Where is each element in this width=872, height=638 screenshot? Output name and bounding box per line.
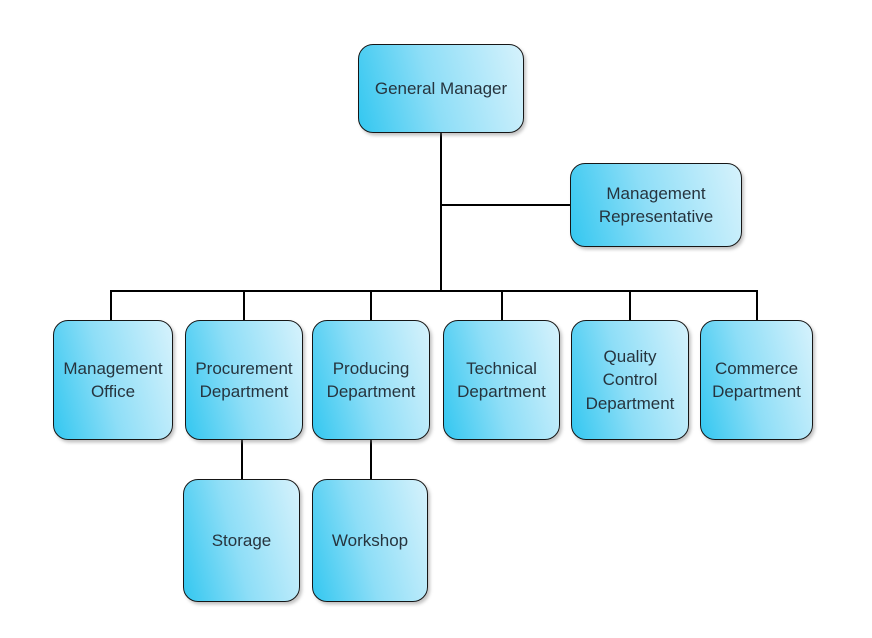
connector-management-representative bbox=[440, 204, 571, 206]
connector-general-manager-trunk bbox=[440, 132, 442, 292]
node-label: Management Representative bbox=[598, 183, 714, 226]
connector-stub-procurement-department bbox=[243, 290, 245, 321]
node-procurement-department: Procurement Department bbox=[185, 320, 303, 440]
connector-stub-quality-control-department bbox=[629, 290, 631, 321]
node-label: Quality Control Department bbox=[585, 346, 675, 413]
node-management-office: Management Office bbox=[53, 320, 173, 440]
connector-stub-management-office bbox=[110, 290, 112, 321]
node-general-manager: General Manager bbox=[358, 44, 524, 133]
connector-procurement-storage bbox=[241, 439, 243, 480]
node-quality-control-department: Quality Control Department bbox=[571, 320, 689, 440]
node-producing-department: Producing Department bbox=[312, 320, 430, 440]
node-label: Storage bbox=[211, 530, 272, 550]
connector-stub-producing-department bbox=[370, 290, 372, 321]
node-management-representative: Management Representative bbox=[570, 163, 742, 247]
connector-level2-rail bbox=[110, 290, 758, 292]
node-label: Procurement Department bbox=[195, 358, 293, 401]
connector-stub-technical-department bbox=[501, 290, 503, 321]
node-label: General Manager bbox=[374, 78, 508, 98]
node-label: Management Office bbox=[63, 358, 163, 401]
node-label: Workshop bbox=[331, 530, 409, 550]
node-storage: Storage bbox=[183, 479, 300, 602]
connector-stub-commerce-department bbox=[756, 290, 758, 321]
node-commerce-department: Commerce Department bbox=[700, 320, 813, 440]
node-label: Producing Department bbox=[326, 358, 416, 401]
node-label: Commerce Department bbox=[712, 358, 801, 401]
node-label: Technical Department bbox=[457, 358, 546, 401]
node-technical-department: Technical Department bbox=[443, 320, 560, 440]
node-workshop: Workshop bbox=[312, 479, 428, 602]
connector-producing-workshop bbox=[370, 439, 372, 480]
